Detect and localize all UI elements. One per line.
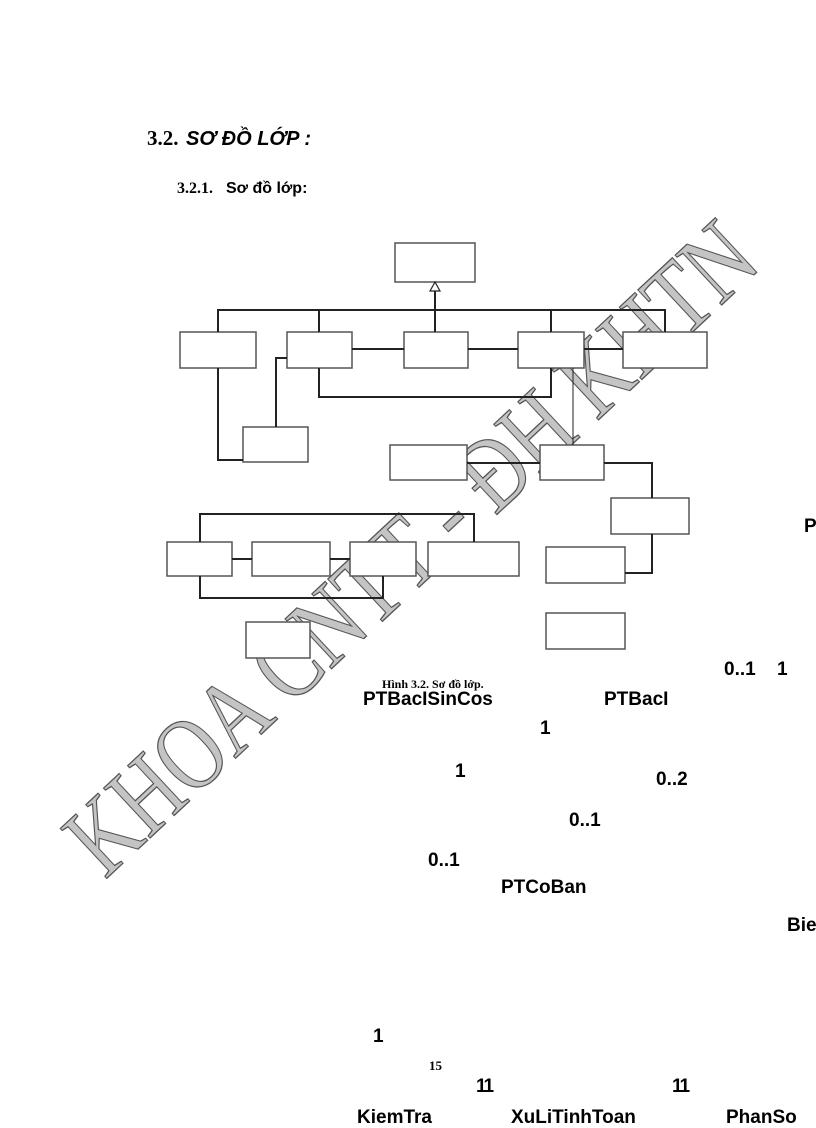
connector [217, 368, 243, 461]
subsection-number: 3.2.1. [177, 180, 213, 197]
class-box [166, 541, 233, 577]
class-box [179, 331, 257, 369]
class-box [517, 331, 585, 369]
multiplicity: 1 [777, 659, 788, 680]
class-label: PhanSo [726, 1107, 797, 1128]
class-box [349, 541, 417, 577]
connector [217, 309, 666, 332]
inheritance-arrow [428, 280, 442, 292]
class-box [389, 444, 468, 481]
multiplicity: 0..1 [428, 850, 460, 871]
multiplicity: 1 [455, 761, 466, 782]
class-box [539, 444, 605, 481]
connector [199, 576, 384, 599]
class-label: XuLiTinhToan [511, 1107, 636, 1128]
section-title: SƠ ĐỒ LỚP : [186, 128, 311, 150]
class-box [242, 426, 309, 463]
connector [318, 368, 552, 398]
multiplicity: 1 [373, 1026, 384, 1047]
class-label: PTBacI [604, 689, 669, 710]
class-label: PTCoBan [501, 877, 587, 898]
class-box [622, 331, 708, 369]
connector [199, 513, 475, 542]
class-label: Bie [787, 915, 816, 936]
class-box [245, 621, 311, 659]
class-box-root [394, 242, 476, 283]
section-number: 3.2. [147, 126, 179, 150]
page-number: 15 [429, 1058, 442, 1073]
connector [604, 462, 653, 574]
figure-caption: Hình 3.2. Sơ đồ lớp. [382, 677, 484, 691]
class-box [545, 546, 626, 584]
class-box [427, 541, 520, 577]
class-label: KiemTra [357, 1107, 432, 1128]
multiplicity: 1 [540, 718, 551, 739]
class-box [251, 541, 331, 577]
label-p: P [804, 516, 816, 537]
connector [275, 357, 287, 427]
multiplicity: 0..1 [569, 810, 601, 831]
multiplicity: 0..2 [656, 769, 688, 790]
subsection-title: Sơ đồ lớp: [226, 180, 308, 197]
class-box [403, 331, 469, 369]
multiplicity: 0..1 [724, 659, 756, 680]
class-box [610, 497, 690, 535]
multiplicity: 11 [672, 1076, 690, 1097]
multiplicity: 11 [476, 1076, 494, 1097]
class-box [545, 612, 626, 650]
class-box [286, 331, 353, 369]
class-label: PTBacISinCos [363, 689, 493, 710]
